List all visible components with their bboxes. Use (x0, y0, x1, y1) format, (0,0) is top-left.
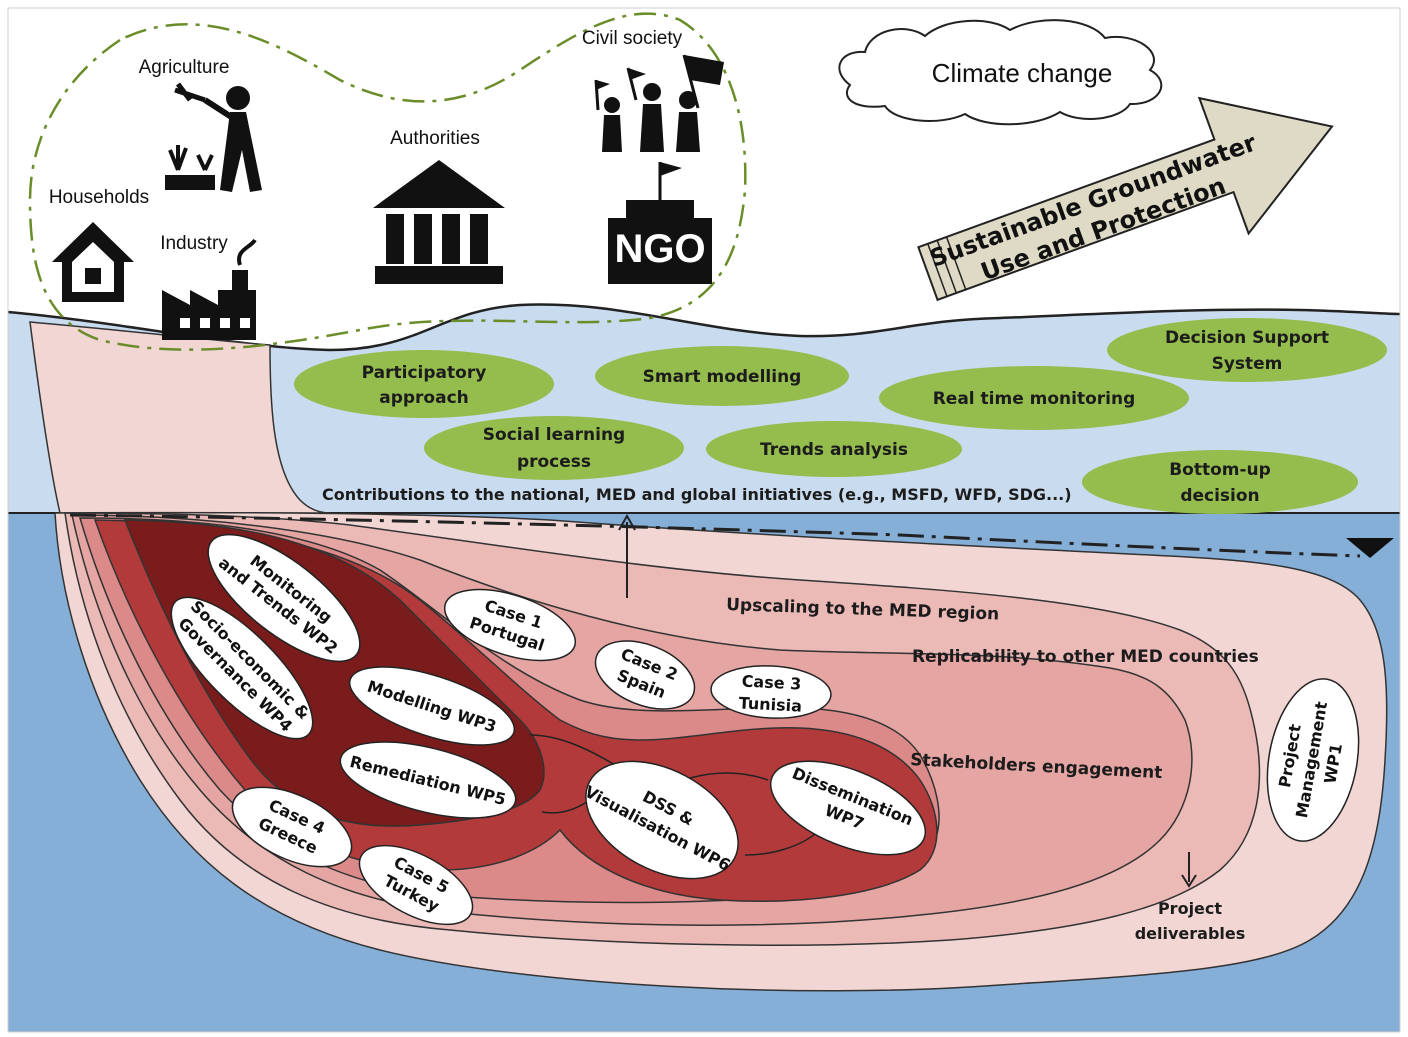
protesters-icon (594, 54, 724, 152)
government-building-icon (373, 160, 505, 284)
realtime-label: Real time monitoring (933, 389, 1136, 409)
wp2-oval (207, 533, 361, 663)
ellipse-realtime (879, 366, 1189, 430)
households-label: Households (49, 187, 149, 208)
social-learning-label-1: Social learning (483, 425, 625, 445)
flow-arrow-wp3-wp6 (529, 734, 616, 766)
wp3-oval (348, 666, 516, 746)
frame-border (7, 7, 1401, 1033)
climate-change-label: Climate change (932, 58, 1113, 88)
case3-label-1: Case 3 (741, 671, 802, 693)
contributions-text: Contributions to the national, MED and g… (322, 485, 1072, 504)
smart-modelling-label: Smart modelling (643, 367, 802, 387)
ngo-label: NGO (614, 227, 705, 271)
ngo-building-icon (608, 162, 712, 284)
case1-oval (443, 588, 577, 662)
authorities-label: Authorities (390, 128, 480, 149)
water-table-marker-icon (1346, 538, 1394, 558)
ellipse-dss (1107, 318, 1387, 382)
farmer-icon (165, 82, 262, 192)
contribution-arrowhead-icon (618, 513, 636, 531)
dss-label-1: Decision Support (1165, 328, 1329, 348)
trends-label: Trends analysis (760, 440, 908, 460)
agriculture-label: Agriculture (139, 57, 230, 78)
stakeholder-boundary (28, 12, 747, 351)
ellipse-trends (706, 421, 962, 477)
social-learning-label-2: process (517, 452, 591, 472)
ellipse-bottomup (1082, 450, 1358, 514)
ellipse-smart-modelling (595, 346, 849, 406)
wp6-oval (585, 760, 739, 880)
dss-label-2: System (1212, 354, 1283, 374)
flow-arrow-wp7-wp6 (744, 829, 821, 856)
bottomup-label-1: Bottom-up (1169, 460, 1271, 480)
house-icon (52, 222, 134, 302)
deliverables-label-1: Project (1158, 899, 1222, 918)
wp1-oval (1266, 678, 1360, 842)
wp5-oval (339, 741, 517, 819)
deliverables-arrowhead-icon (1181, 874, 1197, 888)
case4-oval (231, 786, 353, 868)
replicability-label: Replicability to other MED countries (912, 647, 1259, 667)
wp7-oval (769, 760, 927, 856)
participatory-label-2: approach (379, 388, 469, 408)
case5-oval (358, 844, 474, 926)
bottomup-label-2: decision (1180, 486, 1259, 506)
cloud-shape (838, 19, 1163, 126)
case3-oval (710, 665, 832, 719)
flow-arrow-wp6-wp7 (689, 772, 769, 781)
case3-label-2: Tunisia (738, 693, 802, 715)
industry-label: Industry (160, 233, 228, 254)
participatory-label-1: Participatory (362, 363, 487, 383)
factory-icon (162, 238, 257, 340)
case2-oval (594, 640, 696, 710)
deliverables-label-2: deliverables (1135, 924, 1246, 943)
civil-society-label: Civil society (582, 28, 683, 49)
ground-surface-line (7, 303, 1401, 352)
ellipse-participatory (294, 350, 554, 418)
wp4-oval (170, 596, 314, 740)
ellipse-social-learning (424, 416, 684, 480)
water-table-line (69, 513, 1361, 558)
